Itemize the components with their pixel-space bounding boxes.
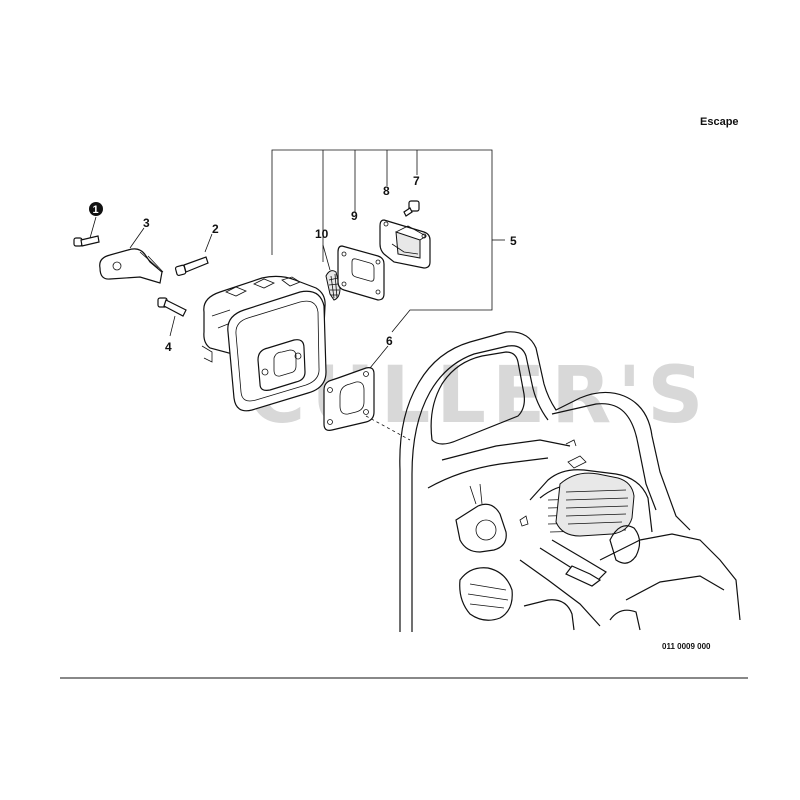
callout-bubble [89,202,103,216]
part-6-gasket [323,345,411,441]
chainsaw-housing [399,331,741,632]
callout-6: 6 [386,334,393,348]
callout-4: 4 [165,340,172,354]
part-9-plate [337,245,385,301]
part-1-screw: 1 [73,202,103,247]
callout-5: 5 [510,234,517,248]
callout-10: 10 [315,227,329,241]
part-3-bracket [99,227,164,284]
callout-bubble-number: 1 [93,204,99,216]
callout-2: 2 [212,222,219,236]
drawing-code: 011 0009 000 [662,642,711,651]
part-7-screw [403,200,420,217]
callout-3: 3 [143,216,150,230]
section-title: Escape [700,116,739,128]
part-callouts: 2 3 4 5 6 7 8 9 10 [143,174,517,354]
part-8-cover [379,219,431,269]
callout-8: 8 [383,184,390,198]
part-4-screw [157,297,187,337]
muffler [201,275,327,412]
callout-9: 9 [351,209,358,223]
callout-7: 7 [413,174,420,188]
part-2-screw [174,233,213,277]
assembly-bracket [271,149,505,333]
